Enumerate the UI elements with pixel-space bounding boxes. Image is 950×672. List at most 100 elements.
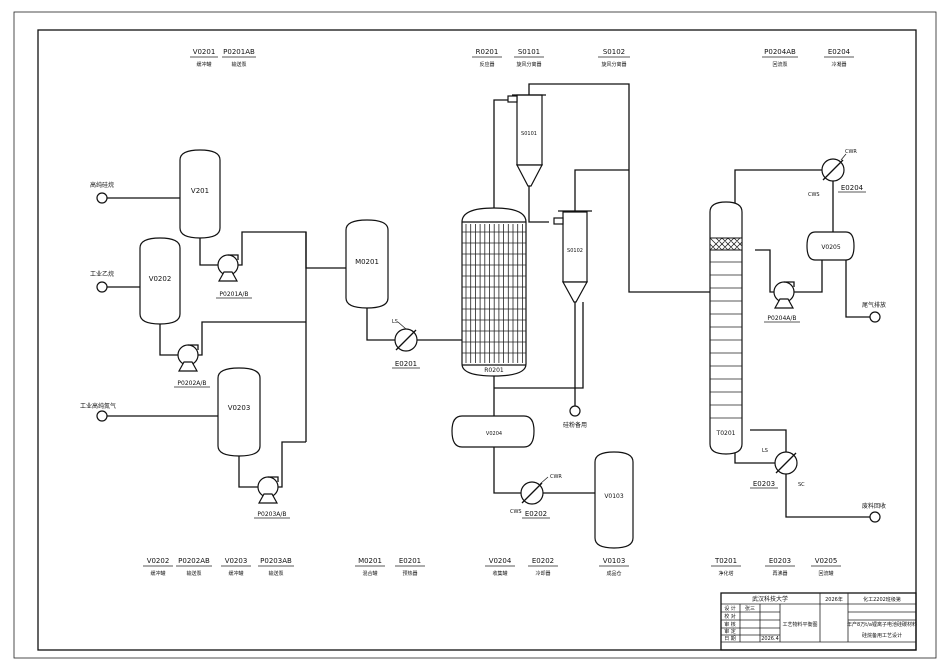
inlet-nitrogen: 工业高纯氮气 xyxy=(80,402,116,422)
role-label: 审 核 xyxy=(724,621,736,628)
reactor-tubes xyxy=(462,224,526,363)
label-tag: P0201AB xyxy=(223,48,255,56)
label-tag: P0204AB xyxy=(764,48,796,56)
vessel-label: V0103 xyxy=(604,493,624,500)
label-name: 反应器 xyxy=(479,61,494,68)
cyclone-s0101: S0101 xyxy=(507,94,546,187)
header-label-p0204ab: P0204AB 回流泵 xyxy=(762,48,798,68)
drawing-year: 2026年 xyxy=(825,596,843,603)
outlet-waste: 废料回收 xyxy=(862,502,886,523)
inlet-ethane: 工业乙烷 xyxy=(90,270,114,293)
header-label-s0101: S0101 旋风分离器 xyxy=(514,48,544,68)
utility-label: CWR xyxy=(845,149,857,155)
label-tag: P0202AB xyxy=(178,557,210,565)
role-label: 设 计 xyxy=(724,605,736,612)
label-tag: V0202 xyxy=(147,557,170,565)
equipment: V201 V0202 V0203 M0201 R0201 xyxy=(139,94,855,549)
label-name: 输送泵 xyxy=(186,570,201,577)
label-name: 再沸器 xyxy=(772,570,787,577)
stream-label: 尾气排放 xyxy=(862,301,886,309)
header-label-v0201: V0201 缓冲罐 xyxy=(190,48,218,68)
label-name: 冷却器 xyxy=(535,570,550,577)
exchanger-e0201: LS E0201 xyxy=(392,319,420,369)
label-name: 旋风分离器 xyxy=(601,61,626,68)
vessel-v201: V201 xyxy=(179,149,221,239)
label-name: 成品仓 xyxy=(606,570,621,577)
label-tag: T0201 xyxy=(714,557,737,565)
utility-label: LS xyxy=(392,319,398,325)
label-tag: E0202 xyxy=(532,557,554,565)
exchanger-label: E0204 xyxy=(841,184,864,192)
header-labels: V0201 缓冲罐 P0201AB 输送泵 R0201 反应器 S0101 旋风… xyxy=(190,48,854,68)
label-tag: V0103 xyxy=(603,557,626,565)
cyclone-label: S0102 xyxy=(567,248,583,254)
footer-label-e0201: E0201 预热器 xyxy=(395,557,425,577)
vessel-label: V0202 xyxy=(149,275,172,283)
class-name: 化工2202班级第 xyxy=(863,596,901,603)
stream-label: 硅粉备用 xyxy=(563,421,587,429)
label-name: 回流泵 xyxy=(772,61,787,68)
footer-label-v0204: V0204 收集罐 xyxy=(485,557,515,577)
label-tag: V0201 xyxy=(193,48,216,56)
label-name: 输送泵 xyxy=(231,61,246,68)
label-tag: V0205 xyxy=(815,557,838,565)
vessel-m0201: M0201 xyxy=(345,219,389,309)
footer-label-p0202ab: P0202AB 输送泵 xyxy=(176,557,212,577)
label-name: 净化塔 xyxy=(718,570,733,577)
label-name: 缓冲罐 xyxy=(228,570,243,577)
drawing-type: 工艺物料平衡图 xyxy=(782,621,817,628)
label-tag: V0204 xyxy=(489,557,512,565)
cyclone-s0102: S0102 xyxy=(553,210,592,303)
pumps: P0201A/B P0202A/B P0203A/B P0204A/B xyxy=(174,254,800,519)
outlet-silicon-powder: 硅粉备用 xyxy=(563,405,587,429)
role-label: 日 期 xyxy=(724,636,736,642)
header-label-r0201: R0201 反应器 xyxy=(472,48,502,68)
school-name: 武汉科技大学 xyxy=(752,595,788,603)
label-tag: S0102 xyxy=(603,48,625,56)
label-name: 旋风分离器 xyxy=(516,61,541,68)
pump-p0203: P0203A/B xyxy=(254,476,290,519)
project-title-line2: 硅烷备用工艺设计 xyxy=(862,632,902,639)
reactor-label: R0201 xyxy=(484,367,504,374)
stream-label: 废料回收 xyxy=(862,502,886,510)
label-name: 回流罐 xyxy=(818,570,833,577)
label-name: 混合罐 xyxy=(362,570,377,577)
label-tag: E0201 xyxy=(399,557,421,565)
project-title-line1: 年产8万t/a锂离子电池硅碳材料 xyxy=(847,621,917,628)
utility-label: LS xyxy=(762,448,768,454)
tower-label: T0201 xyxy=(716,430,736,437)
vessel-v0103: V0103 xyxy=(594,451,634,549)
label-tag: M0201 xyxy=(358,557,382,565)
utility-label: CWS xyxy=(808,192,820,198)
label-name: 缓冲罐 xyxy=(196,61,211,68)
label-name: 冷凝器 xyxy=(831,61,846,68)
terminals: 高纯硅烷 工业乙烷 工业高纯氮气 硅粉备用 尾气排放 废料回收 xyxy=(80,181,886,523)
vessel-label: V0203 xyxy=(228,404,251,412)
outlet-tail-gas: 尾气排放 xyxy=(862,301,886,323)
footer-label-m0201: M0201 混合罐 xyxy=(355,557,385,577)
cyclone-label: S0101 xyxy=(521,131,537,137)
header-label-s0102: S0102 旋风分离器 xyxy=(598,48,630,68)
label-name: 预热器 xyxy=(402,570,417,577)
pump-label: P0203A/B xyxy=(257,511,286,518)
label-tag: E0204 xyxy=(828,48,851,56)
footer-label-v0205: V0205 回流罐 xyxy=(811,557,841,577)
label-name: 收集罐 xyxy=(492,570,507,577)
label-tag: V0203 xyxy=(225,557,248,565)
header-label-p0201ab: P0201AB 输送泵 xyxy=(222,48,256,68)
inlet-silane: 高纯硅烷 xyxy=(90,181,114,204)
label-tag: R0201 xyxy=(476,48,499,56)
label-tag: P0203AB xyxy=(260,557,292,565)
role-label: 审 定 xyxy=(724,628,736,635)
footer-label-t0201: T0201 净化塔 xyxy=(711,557,741,577)
tower-t0201: T0201 xyxy=(709,201,743,455)
tower-trays xyxy=(710,261,742,419)
utility-label: SC xyxy=(798,482,805,488)
heat-exchangers: LS E0201 CWR CWS E0202 CWR CWS E0204 LS xyxy=(392,149,866,519)
footer-label-v0103: V0103 成品仓 xyxy=(599,557,629,577)
